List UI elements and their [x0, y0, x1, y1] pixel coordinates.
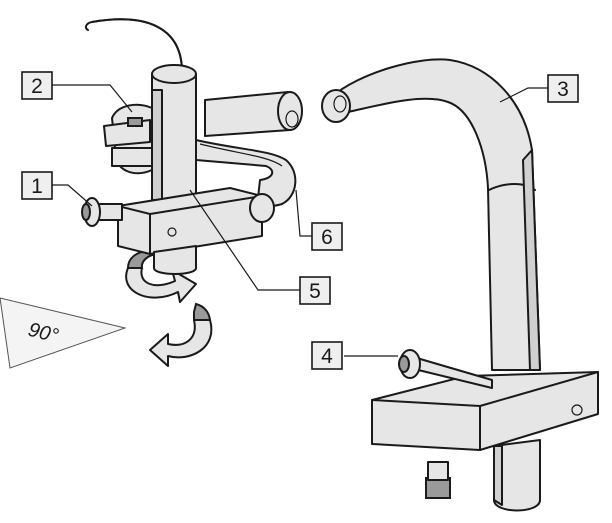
leader-lines	[52, 84, 548, 357]
callout-1: 1	[21, 171, 53, 200]
callout-3: 3	[547, 74, 579, 103]
callout-label: 3	[557, 78, 569, 101]
callout-5: 5	[299, 276, 331, 305]
rotation-panel: 90°	[0, 297, 127, 369]
callout-6: 6	[311, 222, 343, 251]
callout-label: 6	[321, 226, 333, 249]
cable	[84, 18, 183, 73]
callout-4: 4	[311, 341, 343, 370]
rotation-arrow-bottom-icon	[149, 302, 213, 367]
callout-label: 5	[309, 280, 321, 303]
callout-label: 2	[31, 75, 43, 98]
callout-label: 4	[321, 345, 333, 368]
callout-label: 1	[31, 175, 43, 198]
part-3-arm	[329, 58, 541, 371]
callout-2: 2	[21, 71, 53, 100]
left-clamp-assembly	[81, 18, 303, 275]
right-arm-assembly	[321, 58, 599, 512]
